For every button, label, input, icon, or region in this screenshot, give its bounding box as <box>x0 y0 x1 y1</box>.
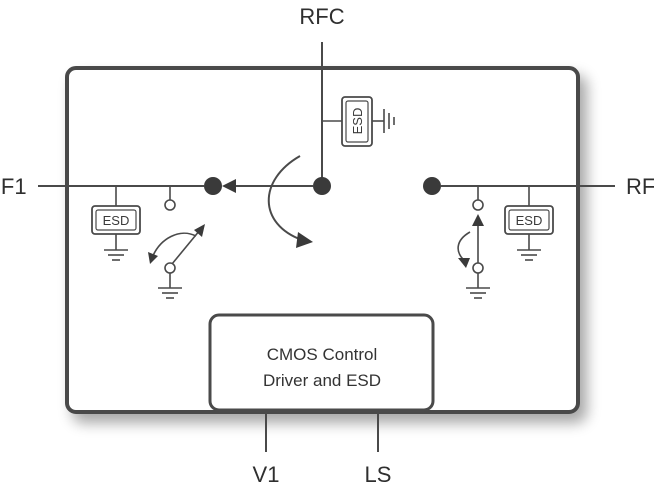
cmos-control-label-line2: Driver and ESD <box>263 371 381 390</box>
cmos-control-label-line1: CMOS Control <box>267 345 378 364</box>
right-esd-label: ESD <box>516 213 543 228</box>
left-shunt-rotation-arc <box>151 232 197 259</box>
right-shunt-contact <box>472 199 484 211</box>
switch-rotation-arrowhead <box>296 232 313 248</box>
top-esd-box-inner <box>345 100 369 143</box>
v1-pin-label: V1 <box>253 462 280 487</box>
left-shunt-blade-arrowhead <box>194 224 205 237</box>
common-node <box>313 177 331 195</box>
rf1-node <box>204 177 222 195</box>
right-esd-ground-icon <box>517 249 541 261</box>
rfc-pin-label: RFC <box>299 4 344 29</box>
cmos-control-block <box>208 313 435 412</box>
top-esd-label: ESD <box>350 108 365 135</box>
right-esd-box-inner <box>508 209 550 231</box>
right-shunt-blade-arrowhead <box>472 214 484 226</box>
top-esd-ground-icon <box>383 109 395 133</box>
left-esd-ground-icon <box>104 249 128 261</box>
left-shunt-rotation-arrowhead <box>148 252 158 264</box>
right-shunt-rotation-arrowhead <box>458 258 470 268</box>
right-shunt-ground-icon <box>466 287 490 299</box>
left-shunt-ground-icon <box>158 287 182 299</box>
switch-contact-arrowhead <box>222 179 236 193</box>
right-shunt-pivot <box>472 262 484 274</box>
rf2-node <box>423 177 441 195</box>
left-esd-box-inner <box>95 209 137 231</box>
left-shunt-contact <box>164 199 176 211</box>
switch-rotation-arrow <box>267 155 303 241</box>
rf2-pin-label: RF2 <box>626 174 654 199</box>
left-esd-label: ESD <box>103 213 130 228</box>
rf1-pin-label: RF1 <box>0 174 27 199</box>
ls-pin-label: LS <box>365 462 392 487</box>
left-shunt-pivot <box>164 262 176 274</box>
